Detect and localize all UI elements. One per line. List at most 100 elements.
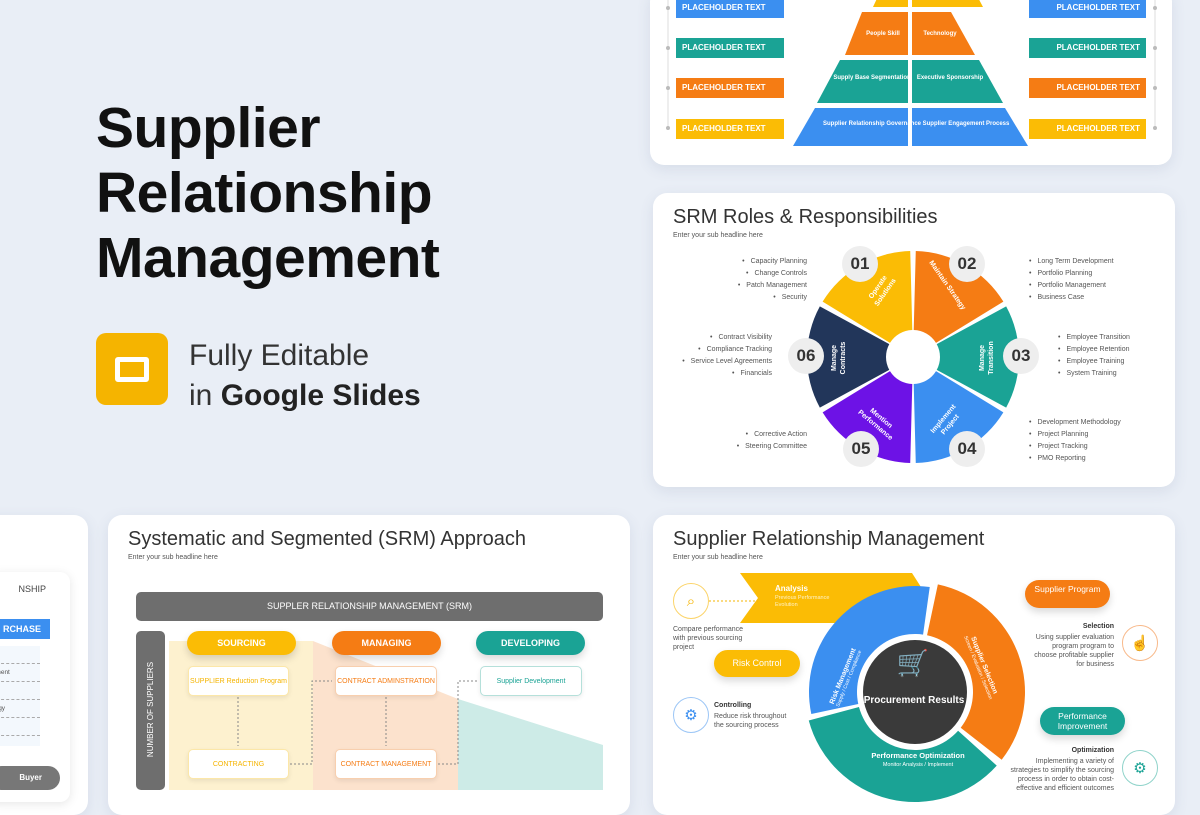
wheel-segment-1: [822, 251, 913, 343]
developing-area: [458, 699, 603, 790]
pyramid-graphic: [666, 0, 1157, 146]
slide-title: Supplier Relationship Management: [673, 528, 985, 550]
list-02: Long Term DevelopmentPortfolio PlanningP…: [1029, 256, 1113, 304]
list-item: g: [0, 646, 40, 664]
pyramid-l4-right: [912, 108, 1028, 146]
pyramid-slide: PLACEHOLDER TEXT PLACEHOLDER TEXT PLACEH…: [650, 0, 1172, 165]
list-item: ons: [0, 682, 40, 700]
analysis-search-icon: ⌕: [673, 583, 709, 619]
box-reduction: SUPPLIER Reduction Program: [188, 666, 289, 696]
placeholder-right-4: PLACEHOLDER TEXT: [1029, 119, 1146, 139]
risk-management-arc: [809, 586, 930, 715]
level-label: Technology: [923, 31, 957, 37]
level-label: Supplier Engagement Process: [922, 121, 1010, 127]
roles-wheel: [807, 251, 1019, 463]
wheel-segment-2: [913, 251, 1004, 343]
center-circle: [863, 640, 967, 744]
tagline-in: in: [189, 379, 221, 412]
analysis-sub: Previous Performance Evolution: [775, 595, 830, 608]
selection-people-icon: ☝: [1122, 625, 1158, 661]
number-badge: 01: [842, 246, 878, 282]
optimization-arc-label: Performance Optimization Monitor Analysi…: [858, 751, 978, 768]
srm-banner: SUPPLER RELATIONSHIP MANAGEMENT (SRM): [136, 592, 603, 621]
analysis-title: Analysis: [775, 584, 808, 593]
phase-developing: DEVELOPING: [476, 631, 585, 655]
list-03: Employee TransitionEmployee RetentionEmp…: [1058, 332, 1129, 380]
pyramid-l4-left: [793, 108, 908, 146]
slide-subtitle: Enter your sub headline here: [128, 554, 218, 561]
list-05: Corrective ActionSteering Committee: [737, 429, 807, 453]
level-label: People Skill: [866, 31, 900, 37]
optimization-text: Implementing a variety of strategies to …: [1010, 758, 1115, 792]
hero-title: Supplier Relationship Management: [96, 96, 440, 291]
pyramid-l2-right: [912, 12, 975, 55]
segment-label: Manage Transition: [979, 341, 995, 375]
slide-subtitle: Enter your sub headline here: [673, 554, 763, 561]
slide-subtitle: Enter your sub headline here: [673, 232, 763, 239]
tagline-brand: Google Slides: [220, 379, 421, 412]
controlling-text: Reduce risk throughout the sourcing proc…: [714, 713, 787, 729]
risk-control-pill: Risk Control: [714, 650, 800, 677]
controlling-icon: ⚙: [673, 697, 709, 733]
wheel-segment-3: [936, 306, 1019, 408]
controlling-title: Controlling: [714, 702, 752, 709]
placeholder-right-1: PLACEHOLDER TEXT: [1029, 0, 1146, 18]
slide-title: Systematic and Segmented (SRM) Approach: [128, 528, 526, 550]
wheel-segment-5: [822, 371, 913, 463]
srm-slide: Supplier Relationship Management Enter y…: [653, 515, 1175, 815]
title-line: Relationship: [96, 161, 433, 225]
approach-slide: Systematic and Segmented (SRM) Approach …: [108, 515, 630, 815]
placeholder-left-3: PLACEHOLDER TEXT: [676, 78, 784, 98]
axis-label: NUMBER OF SUPPLIERS: [146, 661, 155, 758]
placeholder-left-1: PLACEHOLDER TEXT: [676, 0, 784, 18]
box-management: CONTRACT MANAGEMENT: [335, 749, 437, 779]
title-line: Management: [96, 226, 440, 290]
title-line: Supplier: [96, 96, 321, 160]
placeholder-left-2: PLACEHOLDER TEXT: [676, 38, 784, 58]
list-item: h & Development: [0, 664, 40, 682]
pyramid-l2-left: [845, 12, 908, 55]
inner-panel: NSHIP RCHASE g h & Development ons tion …: [0, 572, 70, 802]
selection-text: Using supplier evaluation program progra…: [1034, 634, 1114, 668]
roles-slide: SRM Roles & Responsibilities Enter your …: [653, 193, 1175, 487]
compare-text: Compare performance with previous sourci…: [673, 626, 744, 651]
wheel-segment-6: [807, 306, 890, 408]
srm-cycle: [709, 573, 1025, 802]
axis-bar: [136, 631, 165, 790]
supplier-program-pill: Supplier Program: [1025, 580, 1110, 608]
panel-list: g h & Development ons tion Technology s: [0, 646, 40, 746]
panel-heading: NSHIP: [18, 584, 46, 594]
number-badge: 04: [949, 431, 985, 467]
pyramid-l3-right: [912, 60, 1003, 103]
optimization-arc-title: Performance Optimization: [871, 751, 965, 760]
number-badge: 03: [1003, 338, 1039, 374]
placeholder-right-2: PLACEHOLDER TEXT: [1029, 38, 1146, 58]
list-04: Development MethodologyProject PlanningP…: [1029, 417, 1120, 465]
level-label: Supply Base Segmentation: [833, 75, 911, 81]
list-06: Contract VisibilityCompliance TrackingSe…: [682, 332, 772, 380]
optimization-gear-icon: ⚙: [1122, 750, 1158, 786]
phase-managing: MANAGING: [332, 631, 441, 655]
pyramid-top-left: [873, 0, 908, 7]
pyramid-l3-left: [817, 60, 908, 103]
wheel-segment-4: [913, 371, 1004, 463]
placeholder-left-4: PLACEHOLDER TEXT: [676, 119, 784, 139]
performance-optimization-arc: [808, 707, 997, 802]
level-label: Executive Sponsorship: [916, 75, 984, 81]
optimization-arc-sub: Monitor Analysis / Implement: [882, 762, 954, 768]
procurement-results: Procurement Results: [863, 695, 965, 706]
segment-label: Manage Contracts: [831, 341, 847, 375]
google-slides-icon: [96, 333, 168, 405]
placeholder-right-3: PLACEHOLDER TEXT: [1029, 78, 1146, 98]
slide-title: SRM Roles & Responsibilities: [673, 206, 938, 228]
supplier-selection-arc: [927, 584, 1025, 760]
optimization-title: Optimization: [1071, 747, 1114, 754]
list-01: Capacity PlanningChange ControlsPatch Ma…: [738, 256, 807, 304]
level-label: Supplier Relationship Governance: [822, 121, 922, 127]
phase-sourcing: SOURCING: [187, 631, 296, 655]
flow-arrows: [237, 680, 477, 765]
buyer-button[interactable]: Buyer: [0, 766, 60, 790]
number-badge: 02: [949, 246, 985, 282]
box-contracting: CONTRACTING: [188, 749, 289, 779]
performance-improvement-pill: Performance Improvement: [1040, 707, 1125, 735]
